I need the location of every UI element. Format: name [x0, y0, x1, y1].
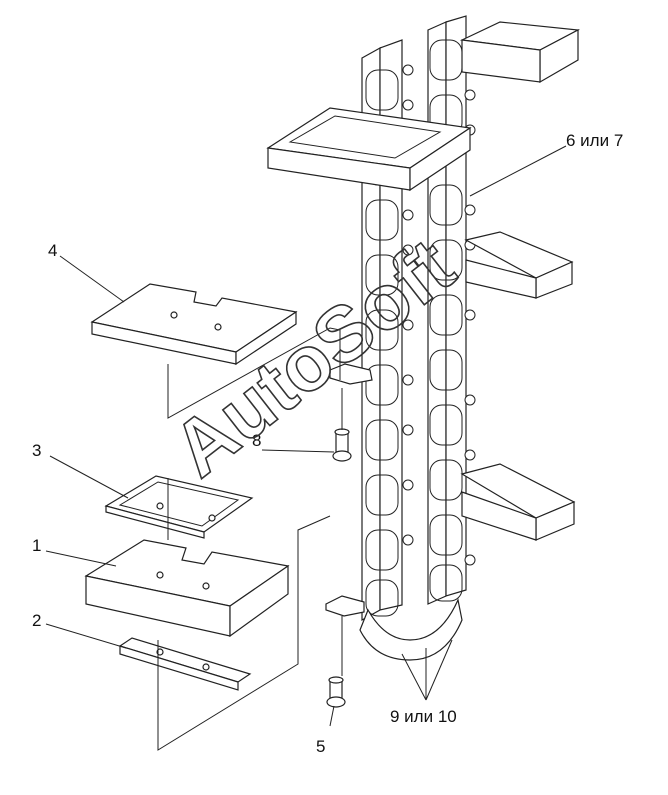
callout-8: 8	[252, 431, 261, 450]
lower-bracket	[325, 595, 365, 617]
callout-6-or-7: 6 или 7	[566, 131, 623, 150]
part-3-gasket	[104, 475, 254, 539]
part-2-strip	[118, 637, 252, 691]
callout-5: 5	[316, 737, 325, 756]
callout-9-or-10: 9 или 10	[390, 707, 457, 726]
callout-2: 2	[32, 611, 41, 630]
middle-right-flight-plate	[464, 231, 574, 299]
callout-1: 1	[32, 536, 41, 555]
assembly-guide-lines	[157, 327, 343, 751]
lower-right-flight-plate	[460, 463, 576, 541]
callout-4: 4	[48, 241, 57, 260]
part-1-plate	[84, 539, 290, 638]
bolt-8	[332, 428, 352, 462]
callout-leaders	[45, 145, 567, 727]
upper-right-flight-plate	[459, 21, 581, 84]
callout-3: 3	[32, 441, 41, 460]
top-flight-plate	[266, 107, 472, 192]
bolt-5	[326, 676, 346, 708]
part-4-plate	[90, 283, 298, 366]
